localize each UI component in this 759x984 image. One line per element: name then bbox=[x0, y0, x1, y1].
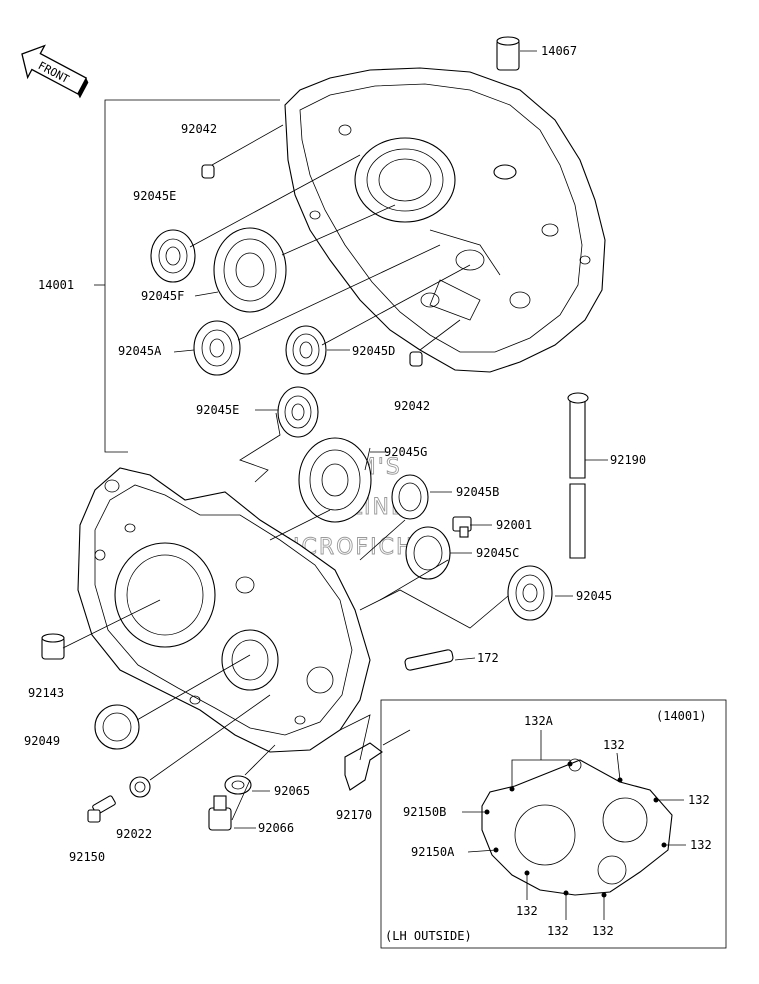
label-92150A: 92150A bbox=[411, 845, 455, 859]
leader-lines bbox=[62, 50, 608, 829]
label-92022: 92022 bbox=[116, 827, 152, 841]
label-92066: 92066 bbox=[258, 821, 294, 835]
label-92045A: 92045A bbox=[118, 344, 162, 358]
bolt-92001 bbox=[452, 516, 472, 538]
washer-92065 bbox=[224, 775, 252, 795]
fitting-92150 bbox=[87, 795, 116, 823]
dowel-pin-icon bbox=[201, 164, 423, 367]
label-92065: 92065 bbox=[274, 784, 310, 798]
stud-bolt-icon bbox=[404, 649, 454, 671]
label-92143: 92143 bbox=[28, 686, 64, 700]
label-14067: 14067 bbox=[541, 44, 577, 58]
label-92042-bottom: 92042 bbox=[394, 399, 430, 413]
label-14001: 14001 bbox=[38, 278, 74, 292]
oil-seal-icon bbox=[94, 704, 140, 750]
label-132A: 132A bbox=[524, 714, 554, 728]
label-92150: 92150 bbox=[69, 850, 105, 864]
bearing-92045A bbox=[193, 320, 241, 376]
inset-crankcase bbox=[481, 758, 673, 898]
inset-box bbox=[380, 699, 727, 949]
drain-plug-icon bbox=[208, 795, 232, 831]
label-92150B: 92150B bbox=[403, 805, 446, 819]
inset-ref-label: (14001) bbox=[656, 709, 707, 723]
right-crankcase-half bbox=[284, 67, 606, 373]
label-92190: 92190 bbox=[610, 453, 646, 467]
collar-92143 bbox=[41, 633, 65, 660]
bearing-92045G bbox=[298, 437, 372, 523]
bracket-14001 bbox=[104, 99, 280, 453]
washer-92022 bbox=[129, 776, 151, 798]
sleeve-14067 bbox=[496, 36, 520, 71]
bearing-92045 bbox=[507, 565, 553, 621]
bearing-92045F bbox=[213, 227, 287, 313]
front-arrow-icon: FRONT bbox=[21, 44, 89, 99]
inset-caption: (LH OUTSIDE) bbox=[385, 929, 472, 943]
bearing-92045B bbox=[391, 474, 429, 520]
label-132-right-lower: 132 bbox=[690, 838, 712, 852]
label-92045E-mid: 92045E bbox=[196, 403, 239, 417]
label-92045D: 92045D bbox=[352, 344, 395, 358]
label-132-bottom-mid: 132 bbox=[547, 924, 569, 938]
label-92045: 92045 bbox=[576, 589, 612, 603]
bearing-92045C bbox=[405, 526, 451, 580]
bearing-icon bbox=[150, 229, 196, 283]
left-crankcase-half bbox=[77, 467, 371, 753]
bearing-92045D bbox=[285, 325, 327, 375]
label-92045E-top: 92045E bbox=[133, 189, 176, 203]
label-92045G: 92045G bbox=[384, 445, 427, 459]
bracket-icon bbox=[344, 742, 383, 791]
label-92042-top: 92042 bbox=[181, 122, 217, 136]
label-132-top: 132 bbox=[603, 738, 625, 752]
breather-hose-icon bbox=[567, 392, 589, 559]
label-172: 172 bbox=[477, 651, 499, 665]
label-92001: 92001 bbox=[496, 518, 532, 532]
bearing-92045E-mid bbox=[277, 386, 319, 438]
label-92045F: 92045F bbox=[141, 289, 184, 303]
label-92045B: 92045B bbox=[456, 485, 499, 499]
inset-leader-lines bbox=[462, 730, 686, 920]
label-92170: 92170 bbox=[336, 808, 372, 822]
label-92045C: 92045C bbox=[476, 546, 519, 560]
label-132-bottom-right: 132 bbox=[592, 924, 614, 938]
label-132-bottom-left: 132 bbox=[516, 904, 538, 918]
label-132-right-upper: 132 bbox=[688, 793, 710, 807]
label-92049: 92049 bbox=[24, 734, 60, 748]
